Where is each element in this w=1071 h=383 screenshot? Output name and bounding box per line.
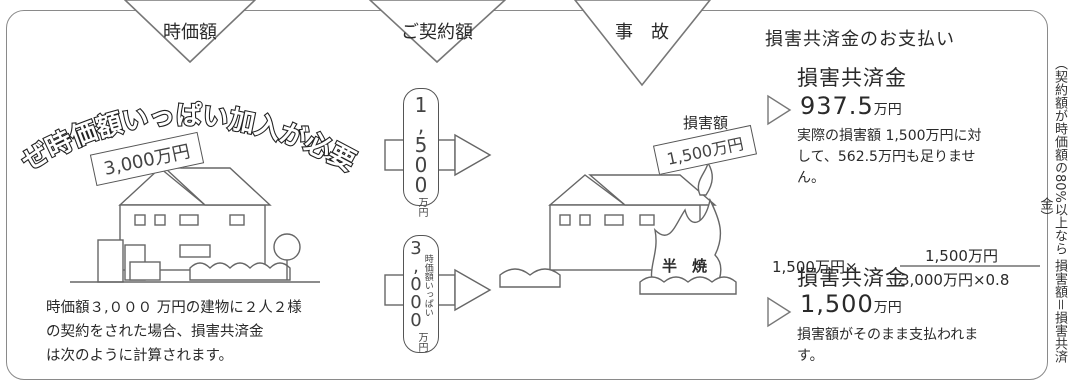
case2-amount: 1,500万円 [800,290,902,318]
case1-note: 実際の損害額 1,500万円に対 して、562.5万円も足りませ ん。 [797,126,982,189]
triangle-accident [573,0,712,87]
unit-label: 万円 [416,332,427,352]
caption-line: 時価額３,０００ 万円の建物に２人２様 [46,300,302,316]
digit: , [417,113,425,137]
pointer-case2 [767,296,792,328]
case2-amount-value: 1,500 [800,290,874,318]
note-line: 実際の損害額 1,500万円に対 [797,128,982,144]
header-market-value: 時価額 [163,22,217,43]
digit: 3 [410,238,422,259]
header-accident: 事 故 [615,22,669,43]
formula-numerator: 1,500万円 [925,247,998,265]
half-burn-label: 半 焼 [662,255,708,276]
contract-amount-box-1: 1 , 5 0 0 万円 [403,88,439,217]
case1-amount: 937.5万円 [800,92,902,120]
damage-label: 損害額 [683,114,729,132]
digit: 0 [414,153,428,177]
header-contract-amount: ご契約額 [401,22,473,43]
triangle-market-value [123,0,257,64]
note-line: す。 [797,348,824,364]
digit: 0 [410,310,422,331]
case1-amount-value: 937.5 [800,92,874,120]
note-line: 損害額がそのまま支払われま [797,327,979,343]
case1-amount-unit: 万円 [873,102,902,118]
triangle-contract-amount [368,0,507,64]
note-line: して、562.5万円も足りませ [797,149,976,165]
digit: , [413,256,419,277]
full-value-label: 時価額いっぱい [422,253,433,317]
caption-line: は次のように計算されます。 [46,348,234,364]
pointer-case1 [767,94,792,126]
case2-heading: 損害共済金 [797,266,907,290]
unit-label: 万円 [416,197,427,217]
digit: 0 [410,292,422,313]
left-caption: 時価額３,０００ 万円の建物に２人２様 の契約をされた場合、損害共済金 は次のよ… [46,296,302,368]
note-line: ん。 [797,170,825,186]
side-note: （契約額が時価額の80%以上なら 損害額＝損害共済金） [1037,56,1068,364]
caption-line: の契約をされた場合、損害共済金 [46,324,264,340]
formula-denominator: 3,000万円×0.8 [900,271,1010,289]
payout-title: 損害共済金のお支払い [765,29,955,50]
formula-lhs: 1,500万円× [772,258,858,276]
digit: 0 [410,274,422,295]
contract-amount-box-2: 3 , 0 0 0 時価額いっぱい 万円 [403,235,439,353]
case2-note: 損害額がそのまま支払われま す。 [797,325,978,367]
digit: 1 [414,93,428,117]
case1-heading: 損害共済金 [797,66,907,90]
house-illustration [70,167,320,283]
digit: 5 [414,133,428,157]
case2-amount-unit: 万円 [873,300,902,316]
digit: 0 [414,173,428,197]
